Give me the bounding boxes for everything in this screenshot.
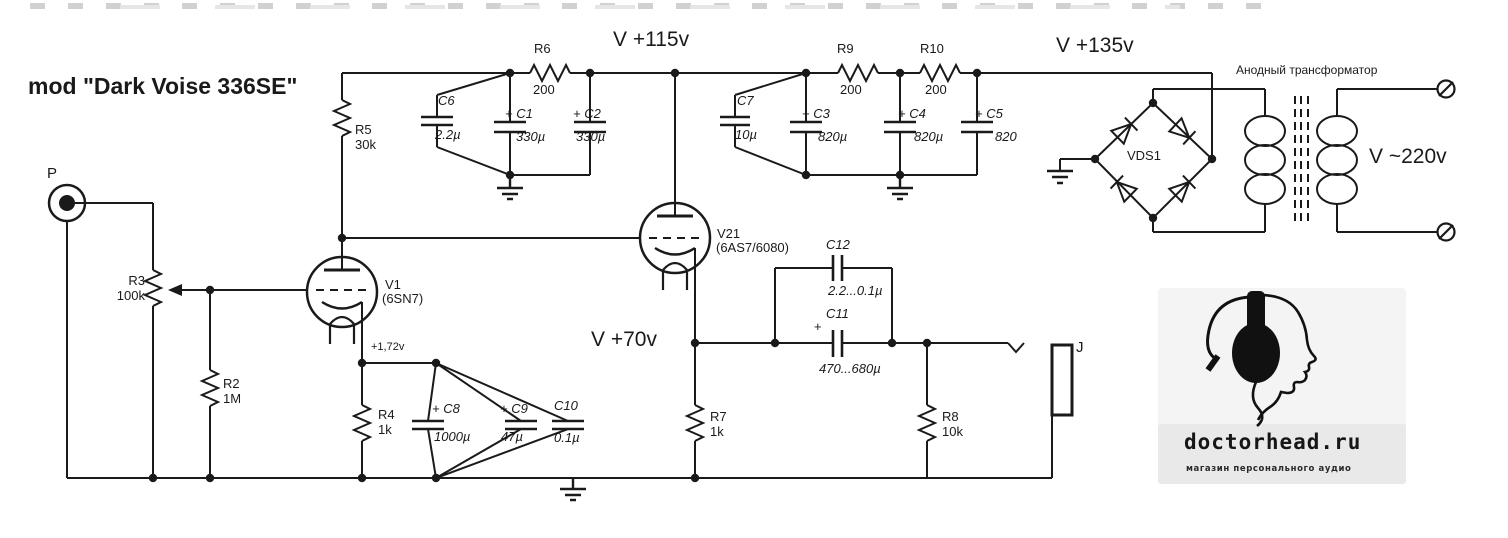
transformer xyxy=(1244,96,1358,224)
c2-ref: + C2 xyxy=(573,106,601,121)
r6-value: 200 xyxy=(533,82,555,97)
dangling-cable-icon xyxy=(1251,381,1264,428)
c11-value: 470...680µ xyxy=(819,361,881,376)
r4-ref: R4 xyxy=(378,407,395,422)
rail-v115-label: V +115v xyxy=(613,28,690,51)
v21-ref: V21 xyxy=(717,226,741,241)
diode-icon xyxy=(1109,174,1139,204)
r6-ref: R6 xyxy=(534,41,551,56)
r3-ref: R3 xyxy=(128,273,145,288)
logo-name: doctorhead.ru xyxy=(1184,430,1362,454)
c8-ref: + C8 xyxy=(432,401,460,416)
junction-dots xyxy=(148,68,1217,483)
wires xyxy=(66,72,1437,479)
tube-v21 xyxy=(638,201,712,290)
rail-v135-label: V +135v xyxy=(1056,34,1134,57)
rail-v70-label: V +70v xyxy=(591,328,657,351)
r10-value: 200 xyxy=(925,82,947,97)
c3-ref: + C3 xyxy=(802,106,830,121)
c9-ref: + C9 xyxy=(500,401,528,416)
c10-ref: C10 xyxy=(554,398,578,413)
c2-value: 330µ xyxy=(576,129,606,144)
c7-value: 10µ xyxy=(735,127,757,142)
c8-value: 1000µ xyxy=(434,429,471,444)
r2-ref: R2 xyxy=(223,376,240,391)
transformer-core xyxy=(1294,96,1309,224)
earcup-icon xyxy=(1232,323,1280,383)
r5-ref: R5 xyxy=(355,122,372,137)
capacitor-plates xyxy=(412,115,993,431)
v21-type: (6AS7/6080) xyxy=(716,240,789,255)
output-jack-label: J xyxy=(1076,339,1084,356)
wiper-arrow xyxy=(168,284,182,296)
headphone-cable-icon xyxy=(1206,295,1251,361)
c4-ref: + C4 xyxy=(898,106,926,121)
head-profile-icon xyxy=(1256,293,1317,421)
c5-ref: + C5 xyxy=(975,106,1003,121)
output-jack xyxy=(1050,343,1074,417)
logo-graphic xyxy=(1205,291,1317,428)
input-jack-label: P xyxy=(47,165,58,182)
c3-value: 820µ xyxy=(818,129,848,144)
c4-value: 820µ xyxy=(914,129,944,144)
c1-ref: + C1 xyxy=(505,106,533,121)
c6-ref: C6 xyxy=(438,93,455,108)
r5-value: 30k xyxy=(355,137,376,152)
c11-plus: + xyxy=(814,319,822,334)
c10-value: 0.1µ xyxy=(554,430,580,445)
ground-symbols xyxy=(497,169,1073,502)
vds1-ref: VDS1 xyxy=(1127,148,1161,163)
r2-value: 1M xyxy=(223,391,242,406)
r9-ref: R9 xyxy=(837,41,854,56)
c11-ref: C11 xyxy=(826,306,849,321)
diode-icon xyxy=(1167,174,1197,204)
r7-value: 1k xyxy=(710,424,724,439)
resistor-zigzags xyxy=(142,62,961,442)
scan-artifact xyxy=(30,3,1265,9)
r3-value: 100k xyxy=(116,288,145,303)
r4-value: 1k xyxy=(378,422,392,437)
cathode-bias-label: +1,72v xyxy=(371,341,405,353)
c7-ref: C7 xyxy=(737,93,754,108)
mains-terminals xyxy=(1436,79,1456,242)
v1-ref: V1 xyxy=(385,277,401,292)
diode-icon xyxy=(1167,116,1197,146)
logo-tagline: магазин персонального аудио xyxy=(1186,464,1352,474)
screw-terminal-icon xyxy=(1436,79,1456,99)
v1-type: (6SN7) xyxy=(382,291,424,306)
c12-ref: C12 xyxy=(826,237,850,252)
mains-voltage-label: V ~220v xyxy=(1369,145,1447,168)
plug-icon xyxy=(1205,354,1221,372)
r7-ref: R7 xyxy=(710,409,727,424)
tube-v1 xyxy=(305,255,379,344)
diode-icon xyxy=(1109,116,1139,146)
r10-ref: R10 xyxy=(920,41,944,56)
c5-value: 820 xyxy=(995,129,1017,144)
screw-terminal-icon xyxy=(1436,222,1456,242)
r9-value: 200 xyxy=(840,82,862,97)
schematic-title: mod "Dark Voise 336SE" xyxy=(28,73,298,99)
r8-value: 10k xyxy=(942,424,963,439)
logo-panel xyxy=(1158,288,1406,484)
transformer-label: Анодный трансформатор xyxy=(1236,63,1378,77)
r8-ref: R8 xyxy=(942,409,959,424)
input-jack xyxy=(47,183,87,223)
c12-value: 2.2...0.1µ xyxy=(828,283,883,298)
c6-value: 2.2µ xyxy=(435,127,461,142)
c9-value: 47µ xyxy=(501,429,523,444)
c1-value: 330µ xyxy=(516,129,546,144)
